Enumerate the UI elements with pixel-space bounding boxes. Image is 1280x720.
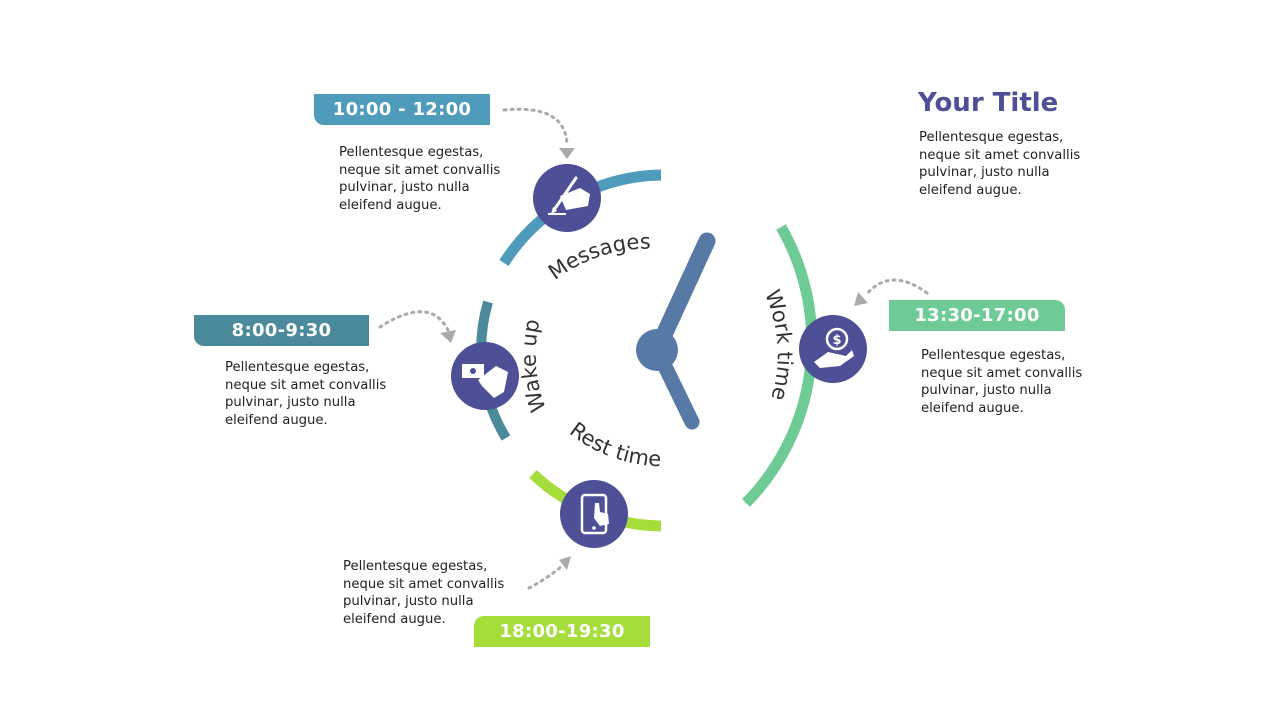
- smartphone-touch-icon: [560, 480, 628, 548]
- rest-time-arrow: [527, 556, 571, 590]
- messages-description: Pellentesque egestas, neque sit amet con…: [339, 145, 501, 213]
- title-description: Pellentesque egestas, neque sit amet con…: [919, 130, 1081, 198]
- rest-time-description: Pellentesque egestas, neque sit amet con…: [343, 559, 505, 627]
- wake-up-arrow: [378, 310, 456, 343]
- messages-label: Messages: [544, 230, 651, 285]
- work-time-time-tag: 13:30-17:00: [889, 300, 1065, 331]
- wake-up-description: Pellentesque egestas, neque sit amet con…: [225, 360, 387, 428]
- page-title: Your Title: [918, 88, 1059, 118]
- hand-giving-money-icon: [451, 342, 519, 410]
- work-time-description: Pellentesque egestas, neque sit amet con…: [921, 348, 1083, 416]
- hand-writing-pen-icon: [533, 164, 601, 232]
- work-time-arrow: [854, 278, 929, 306]
- clock-hands: [636, 232, 716, 430]
- messages-time-tag: 10:00 - 12:00: [314, 94, 490, 125]
- hand-coin-icon: $: [799, 315, 867, 383]
- wake-up-label: Wake up: [517, 317, 551, 415]
- svg-text:$: $: [832, 333, 841, 348]
- work-time-label: Work time: [760, 286, 796, 403]
- rest-time-label: Rest time: [565, 417, 661, 471]
- wake-up-time-tag: 8:00-9:30: [194, 315, 369, 346]
- messages-arrow: [502, 107, 575, 159]
- rest-time-time-tag: 18:00-19:30: [474, 616, 650, 647]
